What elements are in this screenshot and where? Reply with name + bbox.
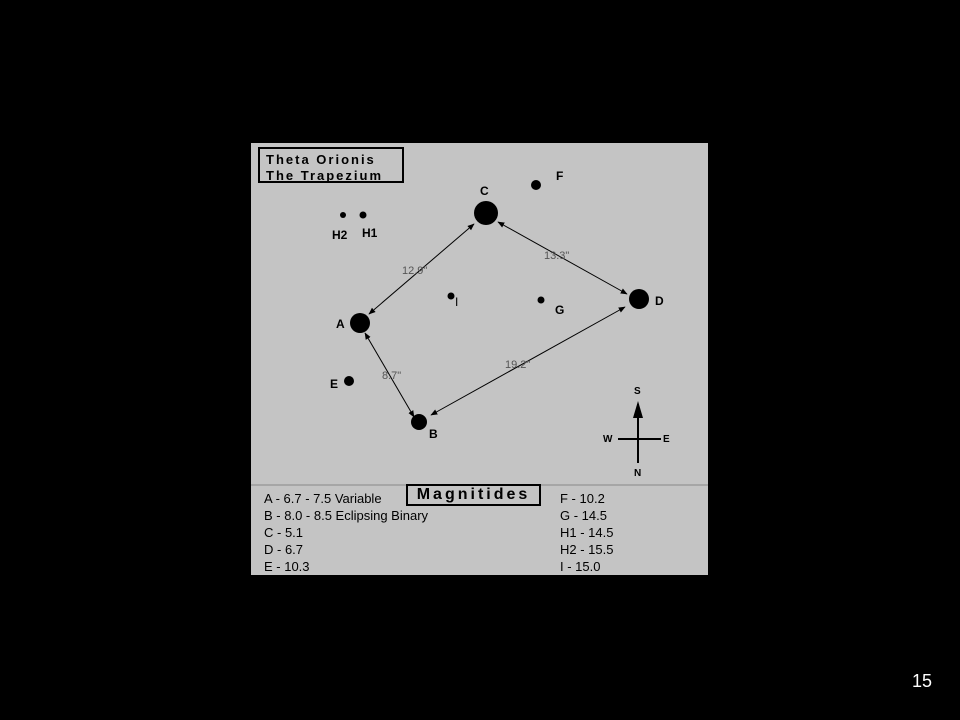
magnitude-item-d: D - 6.7 <box>264 542 304 557</box>
compass-rose <box>618 401 661 463</box>
compass-label-west: W <box>603 434 613 445</box>
star-label-e: E <box>330 377 339 391</box>
star-label-d: D <box>655 294 664 308</box>
separation-label-a-b: 8.7" <box>382 370 402 382</box>
diagram-canvas <box>251 180 708 486</box>
star-f <box>531 180 541 190</box>
star-label-b: B <box>429 427 438 441</box>
separation-label-b-d: 19.2" <box>505 359 531 371</box>
compass-label-east: E <box>663 434 670 445</box>
star-a <box>350 313 370 333</box>
slide-page-number: 15 <box>911 671 932 691</box>
trapezium-diagram: Theta Orionis The Trapezium C F H2 H1 A … <box>251 143 708 575</box>
star-label-g: G <box>555 303 565 317</box>
separation-label-c-d: 13.3" <box>544 250 570 262</box>
diagram-title-line2: The Trapezium <box>266 168 384 183</box>
magnitude-item-g: G - 14.5 <box>560 508 607 523</box>
diagram-title-line1: Theta Orionis <box>266 152 376 167</box>
separation-line-b-d <box>430 306 626 416</box>
star-h2 <box>340 212 346 218</box>
star-label-i: I <box>455 295 459 309</box>
magnitude-item-f: F - 10.2 <box>560 491 605 506</box>
star-label-h1: H1 <box>362 226 378 240</box>
magnitude-item-c: C - 5.1 <box>264 525 304 540</box>
separation-line-a-b <box>364 332 415 418</box>
star-label-c: C <box>480 184 489 198</box>
star-b <box>411 414 427 430</box>
separation-label-a-c: 12.9" <box>402 265 428 277</box>
star-i <box>447 292 455 300</box>
magnitude-item-a: A - 6.7 - 7.5 Variable <box>264 491 382 506</box>
magnitudes-list-right: F - 10.2 G - 14.5 H1 - 14.5 H2 - 15.5 I … <box>560 490 613 575</box>
star-label-h2: H2 <box>332 228 348 242</box>
star-h1 <box>359 211 367 219</box>
compass-label-south: S <box>634 386 641 397</box>
magnitude-item-h1: H1 - 14.5 <box>560 525 614 540</box>
magnitude-item-i: I - 15.0 <box>560 559 601 574</box>
star-c <box>474 201 498 225</box>
magnitude-item-h2: H2 - 15.5 <box>560 542 614 557</box>
magnitudes-list-left: A - 6.7 - 7.5 Variable B - 8.0 - 8.5 Ecl… <box>264 490 428 575</box>
star-e <box>344 376 354 386</box>
magnitude-item-e: E - 10.3 <box>264 559 310 574</box>
star-g <box>537 296 545 304</box>
compass-arrow-icon <box>633 401 643 418</box>
magnitude-item-b: B - 8.0 - 8.5 Eclipsing Binary <box>264 508 429 523</box>
separation-line-c-d <box>497 221 628 295</box>
star-label-a: A <box>336 317 345 331</box>
diagram-title-box: Theta Orionis The Trapezium <box>258 147 404 183</box>
separation-line-a-c <box>368 223 475 315</box>
magnitudes-heading: Magnitides <box>406 484 541 506</box>
compass-label-north: N <box>634 468 642 479</box>
star-label-f: F <box>556 169 564 183</box>
star-d <box>629 289 649 309</box>
